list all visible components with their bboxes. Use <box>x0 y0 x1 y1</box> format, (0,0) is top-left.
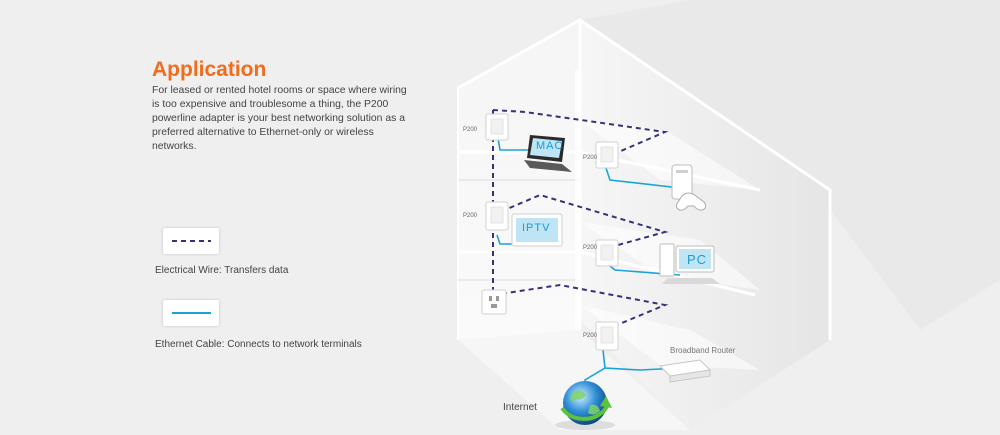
adapter-label-floor1-right: P200 <box>583 333 598 339</box>
pc-icon <box>659 243 720 284</box>
adapter-floor1-right <box>595 321 619 351</box>
iptv-screen-text: IPTV <box>522 222 551 234</box>
adapter-floor3-left <box>485 113 509 141</box>
dashed-line-icon <box>172 240 211 242</box>
router-icon <box>658 359 712 383</box>
adapter-label-floor3-right: P200 <box>583 155 598 161</box>
house-shell <box>457 0 1000 430</box>
laptop-icon <box>524 135 572 172</box>
adapter-floor2-left <box>485 201 509 231</box>
pc-screen-text: PC <box>687 252 708 267</box>
power-outlet-icon <box>481 289 507 315</box>
adapter-floor3-right <box>595 141 619 169</box>
ethernet-legend-label: Ethernet Cable: Connects to network term… <box>155 339 362 350</box>
router-label: Broadband Router <box>670 346 736 355</box>
electrical-legend-box <box>163 228 219 254</box>
game-console-icon <box>671 164 707 211</box>
ethernet-legend-box <box>163 300 219 326</box>
description: For leased or rented hotel rooms or spac… <box>152 85 407 152</box>
adapter-label-floor2-right: P200 <box>583 245 598 251</box>
adapter-label-floor3-left: P200 <box>463 127 478 133</box>
tv-icon <box>511 213 563 247</box>
mac-screen-text: MAC <box>536 140 564 152</box>
electrical-legend-label: Electrical Wire: Transfers data <box>155 265 289 276</box>
solid-line-icon <box>172 312 211 314</box>
adapter-label-floor2-left: P200 <box>463 213 478 219</box>
globe-icon <box>555 381 615 430</box>
page-title: Application <box>152 58 267 81</box>
adapter-floor2-right <box>595 239 619 267</box>
internet-label: Internet <box>503 402 537 413</box>
